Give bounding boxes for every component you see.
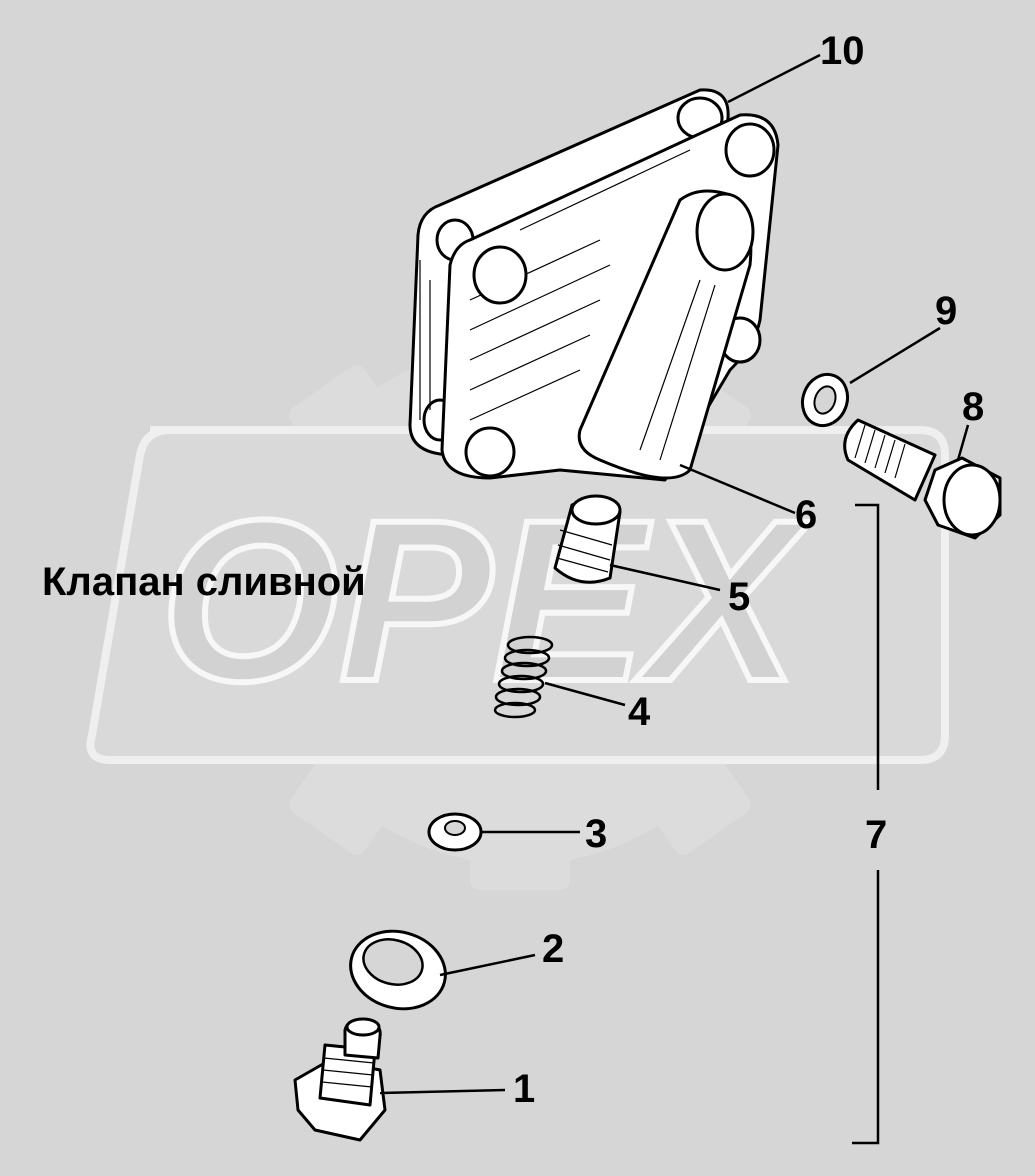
callout-7: 7 [865, 813, 887, 857]
hex-bolt-8 [843, 418, 1002, 540]
small-washer-3 [427, 812, 483, 852]
callout-10: 10 [820, 29, 865, 73]
watermark-logo: OPEX [86, 320, 949, 890]
callout-6: 6 [795, 493, 817, 537]
cover-hole [472, 245, 528, 305]
callout-labels: 10 9 8 6 5 4 3 7 2 1 [513, 29, 984, 1111]
callout-8: 8 [962, 385, 984, 429]
bolt-shank [843, 418, 937, 502]
watermark-text: OPEX [160, 472, 811, 729]
callout-5: 5 [728, 575, 750, 619]
sealing-ring-2 [349, 929, 447, 1011]
leader-lines [379, 53, 970, 1145]
cover-hole [724, 122, 776, 178]
boss-opening [695, 192, 755, 272]
cover-hole [464, 426, 516, 478]
cover-shading [419, 149, 691, 421]
callout-9: 9 [935, 289, 957, 333]
callout-1: 1 [513, 1067, 535, 1111]
callout-3: 3 [585, 812, 607, 856]
valve-piston-5 [553, 494, 622, 584]
diagram-title: Клапан сливной [42, 560, 366, 604]
watermark-frame [86, 426, 949, 764]
drain-plug-1 [293, 1017, 387, 1142]
lock-washer-9 [800, 372, 850, 428]
cover-plate-assembly [408, 88, 780, 482]
callout-2: 2 [542, 927, 564, 971]
bolt-head-face [942, 463, 1002, 537]
spring-4 [493, 635, 554, 719]
callout-4: 4 [628, 690, 651, 734]
